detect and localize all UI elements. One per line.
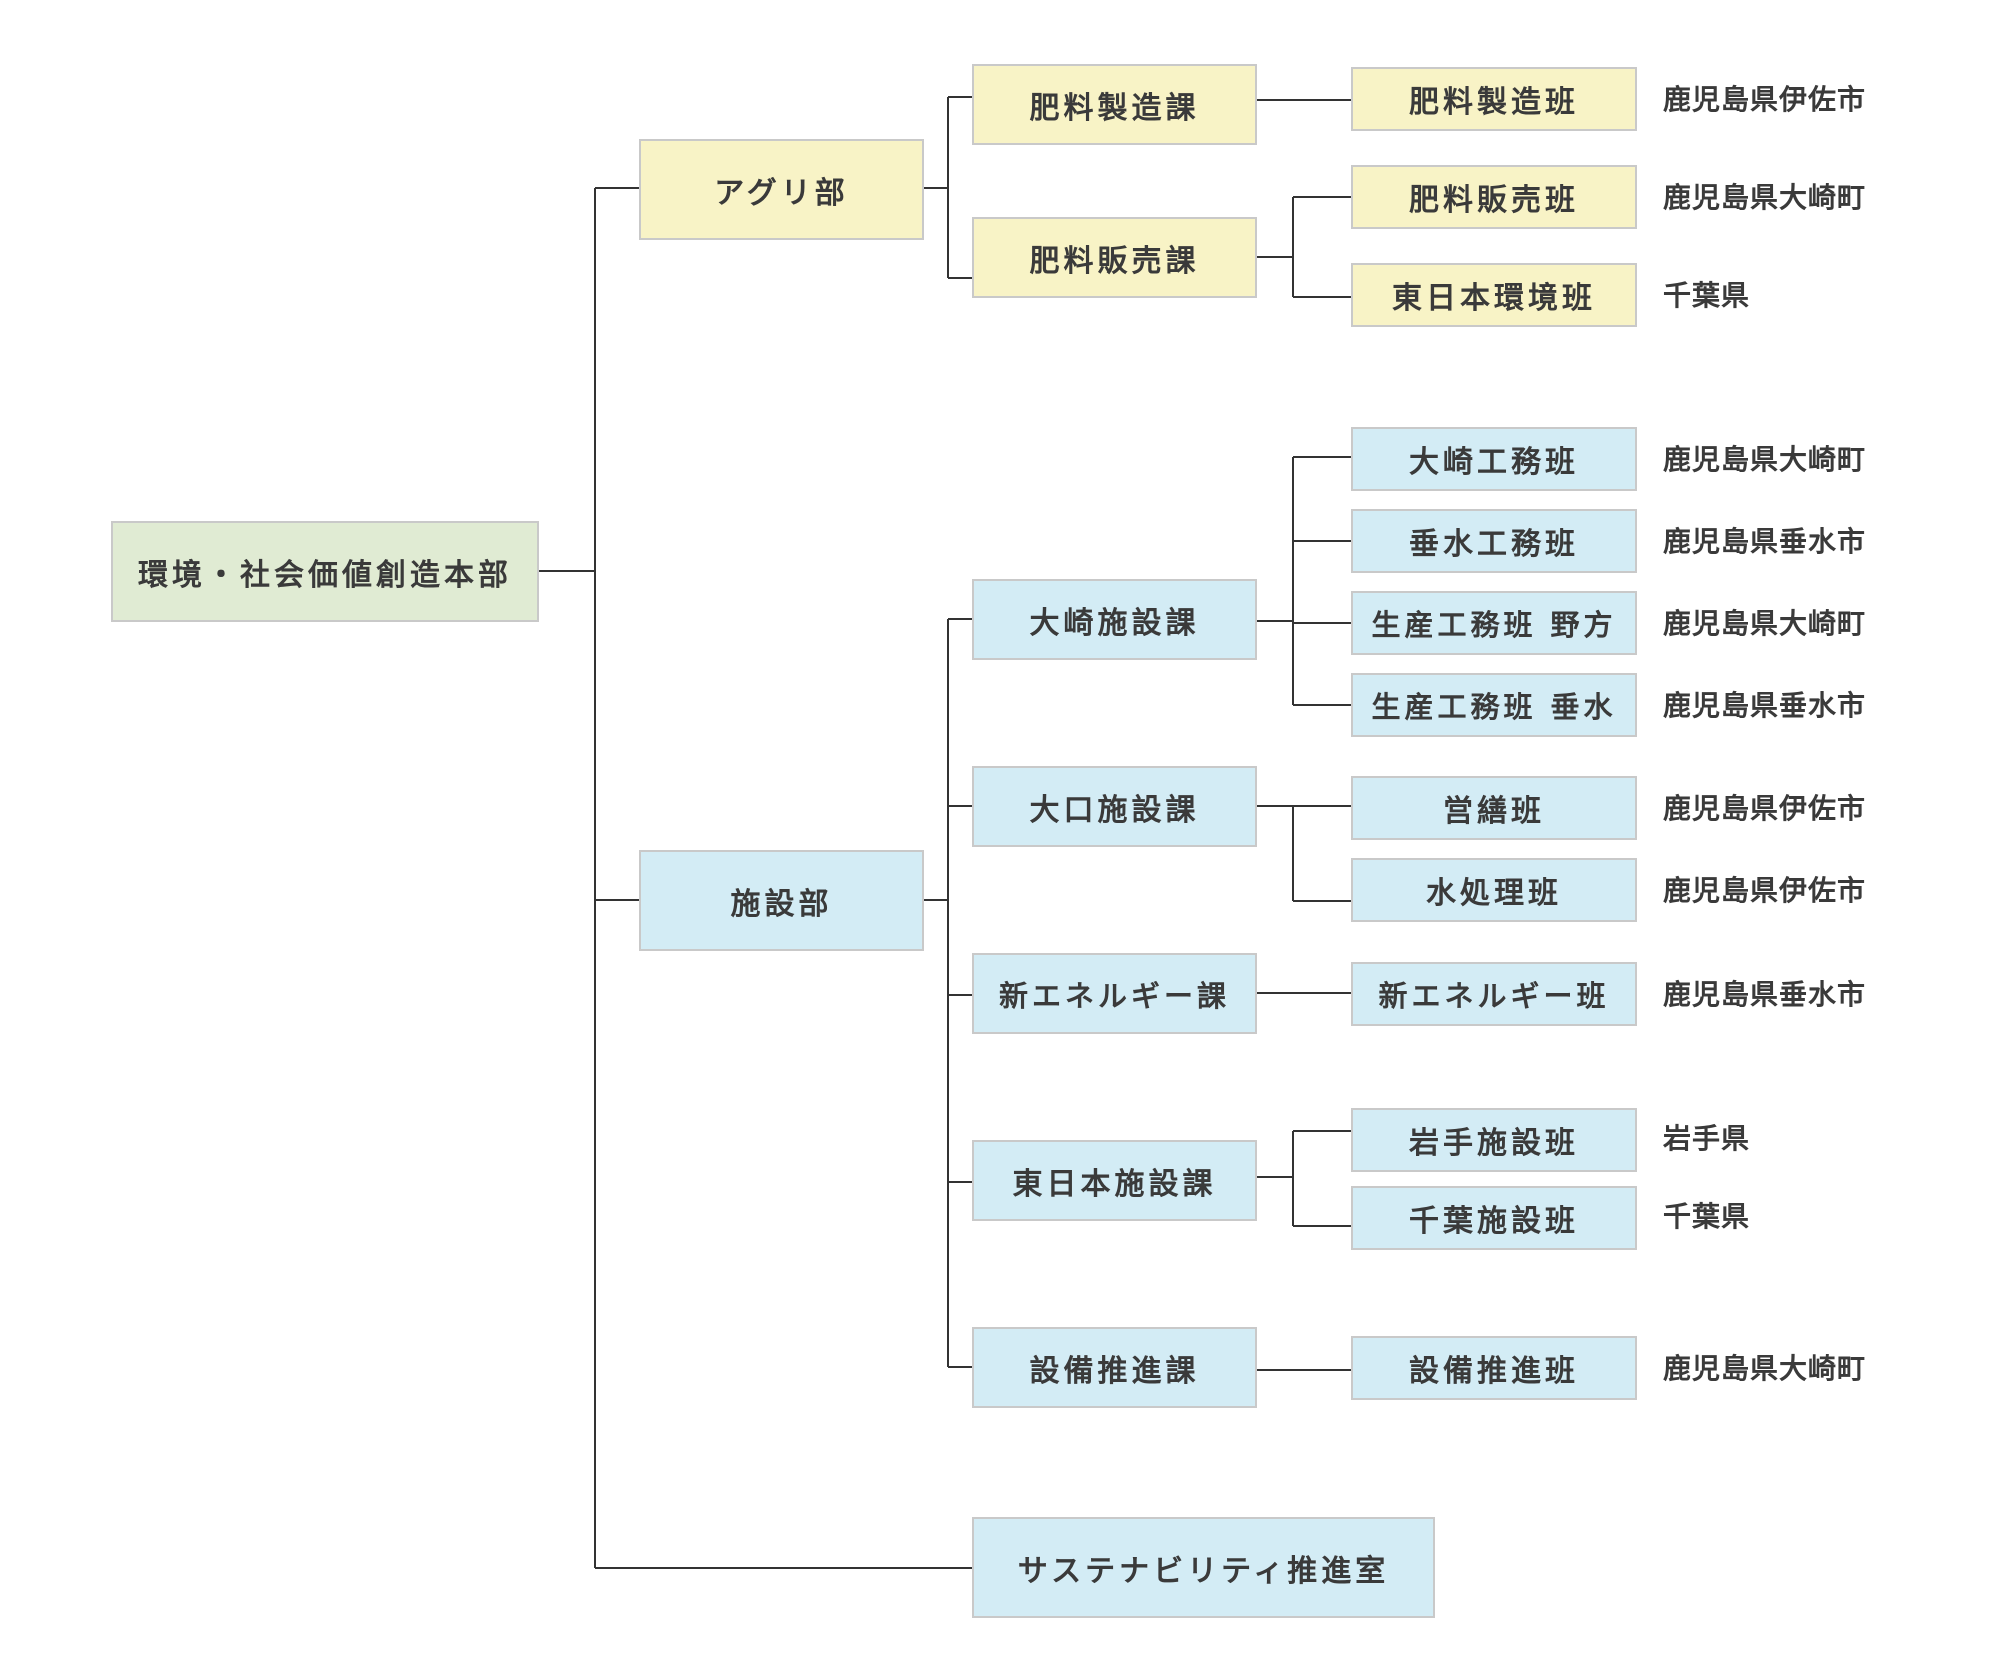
- location-label: 鹿児島県大崎町: [1663, 181, 1867, 214]
- dept-agri-box: アグリ部: [639, 139, 924, 240]
- location-label: 鹿児島県伊佐市: [1663, 874, 1867, 907]
- section-higashinihon-shisetsu-box: 東日本施設課: [972, 1140, 1257, 1221]
- team-tarumizu-komu-box: 垂水工務班: [1351, 509, 1637, 573]
- section-osaki-shisetsu-box: 大崎施設課: [972, 579, 1257, 660]
- team-hiryo-hanbai-box: 肥料販売班: [1351, 165, 1637, 229]
- team-iwate-shisetsu-box: 岩手施設班: [1351, 1108, 1637, 1172]
- team-seisan-komu-noborikata-box: 生産工務班 野方: [1351, 591, 1637, 655]
- location-label: 千葉県: [1663, 1200, 1751, 1233]
- team-seisan-komu-tarumizu-box: 生産工務班 垂水: [1351, 673, 1637, 737]
- section-shin-energy-box: 新エネルギー課: [972, 953, 1257, 1034]
- team-chiba-shisetsu-box: 千葉施設班: [1351, 1186, 1637, 1250]
- location-label: 鹿児島県伊佐市: [1663, 83, 1867, 116]
- team-osaki-komu-box: 大崎工務班: [1351, 427, 1637, 491]
- location-label: 鹿児島県垂水市: [1663, 978, 1867, 1011]
- team-shin-energy-box: 新エネルギー班: [1351, 962, 1637, 1026]
- team-eizen-box: 営繕班: [1351, 776, 1637, 840]
- section-setsubi-suishin-box: 設備推進課: [972, 1327, 1257, 1408]
- location-label: 千葉県: [1663, 279, 1751, 312]
- location-label: 鹿児島県大崎町: [1663, 1352, 1867, 1385]
- location-label: 鹿児島県垂水市: [1663, 689, 1867, 722]
- team-setsubi-suishin-box: 設備推進班: [1351, 1336, 1637, 1400]
- location-label: 鹿児島県伊佐市: [1663, 792, 1867, 825]
- team-mizu-shori-box: 水処理班: [1351, 858, 1637, 922]
- root-box: 環境・社会価値創造本部: [111, 521, 539, 622]
- location-label: 鹿児島県大崎町: [1663, 607, 1867, 640]
- section-hiryo-hanbai-box: 肥料販売課: [972, 217, 1257, 298]
- team-hiryo-seizo-box: 肥料製造班: [1351, 67, 1637, 131]
- location-label: 岩手県: [1663, 1122, 1751, 1155]
- location-label: 鹿児島県垂水市: [1663, 525, 1867, 558]
- team-higashinihon-kankyo-box: 東日本環境班: [1351, 263, 1637, 327]
- dept-sustainability-box: サステナビリティ推進室: [972, 1517, 1435, 1618]
- section-okuchi-shisetsu-box: 大口施設課: [972, 766, 1257, 847]
- dept-shisetsu-box: 施設部: [639, 850, 924, 951]
- location-label: 鹿児島県大崎町: [1663, 443, 1867, 476]
- section-hiryo-seizo-box: 肥料製造課: [972, 64, 1257, 145]
